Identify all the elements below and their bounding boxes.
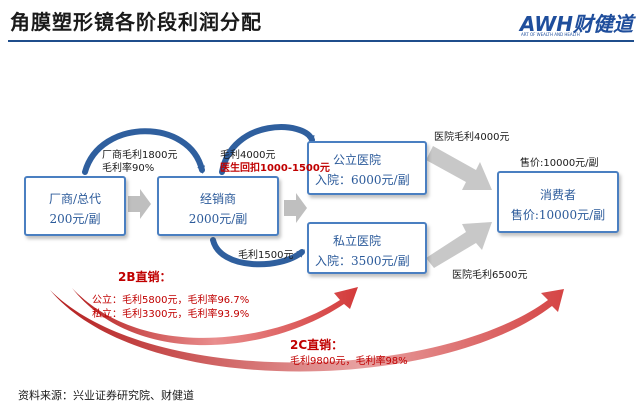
box-public-hospital: 公立医院 入院：6000元/副 (307, 141, 427, 195)
title-divider (8, 40, 634, 42)
arc-dealer-private (210, 237, 306, 268)
label-vendor-margin: 厂商毛利1800元 (102, 150, 178, 161)
gray-arrow-public-consumer (426, 146, 492, 190)
consumer-price: 售价:10000元/副 (510, 208, 606, 222)
label-2b-private: 私立：毛利3300元，毛利率93.9% (92, 309, 250, 320)
box-private-hospital: 私立医院 入院：3500元/副 (307, 222, 427, 274)
red-swoosh-2b (72, 287, 358, 346)
label-public-hospital-margin: 医院毛利4000元 (434, 132, 510, 143)
dealer-title: 经销商 (199, 192, 236, 206)
public-price: 入院：6000元/副 (315, 173, 410, 187)
label-2c-title: 2C直销： (290, 338, 344, 352)
gray-arrow-dealer-hospitals (284, 193, 307, 223)
consumer-title: 消费者 (539, 188, 576, 202)
arc-dealer-public (219, 124, 315, 175)
brand-logo: AWH财健道 ART OF WEALTH AND HEALTH (517, 8, 633, 37)
label-vendor-rate: 毛利率90% (102, 163, 155, 174)
private-title: 私立医院 (333, 234, 382, 248)
label-2b-title: 2B直销： (118, 270, 172, 284)
page-title: 角膜塑形镜各阶段利润分配 (10, 10, 262, 34)
label-dealer-margin: 毛利4000元 (220, 150, 276, 161)
label-kickback: 医生回扣1000-1500元 (220, 163, 330, 174)
label-2b-public: 公立：毛利5800元，毛利率96.7% (92, 295, 250, 306)
label-2c-detail: 毛利9800元，毛利率98% (290, 356, 408, 367)
red-swoosh-2c (50, 289, 564, 372)
logo-text: AWH财健道 (519, 12, 633, 36)
gray-arrow-private-consumer (426, 222, 492, 268)
public-title: 公立医院 (333, 153, 382, 167)
dealer-price: 2000元/副 (188, 212, 248, 226)
box-dealer: 经销商 2000元/副 (157, 176, 279, 236)
label-private-hospital-margin: 医院毛利6500元 (452, 270, 528, 281)
logo-subtext: ART OF WEALTH AND HEALTH (521, 32, 580, 37)
label-retail-price: 售价:10000元/副 (520, 158, 599, 169)
box-vendor: 厂商/总代 200元/副 (24, 176, 126, 236)
private-price: 入院：3500元/副 (315, 254, 410, 268)
box-consumer: 消费者 售价:10000元/副 (497, 171, 619, 233)
label-dealer-private-margin: 毛利1500元 (238, 250, 294, 261)
gray-arrow-vendor-dealer (128, 189, 151, 219)
vendor-title: 厂商/总代 (48, 192, 102, 206)
source-note: 资料来源：兴业证券研究院、财健道 (18, 389, 194, 402)
arc-vendor-dealer (82, 128, 205, 175)
vendor-price: 200元/副 (49, 212, 101, 226)
